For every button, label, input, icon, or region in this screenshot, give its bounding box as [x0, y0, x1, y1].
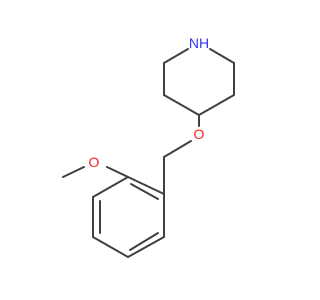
bond-c2-c3: [92, 176, 129, 198]
bond-c3-c4: [163, 94, 200, 116]
double-bond-c5-c6-inner: [129, 232, 159, 251]
bond-n-c2: [163, 48, 189, 64]
methoxy-group: [62, 166, 129, 178]
nitrogen-atom-label: NH: [189, 35, 209, 51]
canvas-background: [0, 0, 300, 300]
bond-c1-c2: [127, 176, 165, 195]
bond-c2-o: [106, 166, 129, 178]
bond-c5-c4: [198, 94, 235, 116]
double-bond-c1-c2-inner: [130, 183, 159, 200]
ether-oxygen-atom-label: O: [194, 126, 205, 142]
bond-c5-c6: [127, 236, 165, 258]
ether-linker: [163, 114, 200, 158]
benzene-ring: [92, 156, 165, 258]
bond-o-ch2: [163, 140, 192, 158]
bond-o-ch3: [62, 166, 85, 178]
bond-c4-c5: [92, 236, 129, 258]
piperidine-ring: [163, 48, 235, 116]
molecule-structure-drawing: NH O O: [0, 0, 300, 300]
bond-n-c6: [209, 48, 235, 64]
methoxy-oxygen-atom-label: O: [89, 154, 100, 170]
